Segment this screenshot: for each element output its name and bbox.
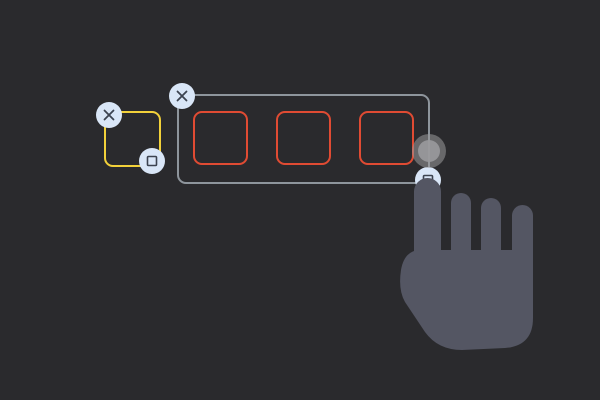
- selected-item-box[interactable]: [104, 111, 161, 167]
- group-item-1[interactable]: [193, 111, 248, 165]
- close-icon: [176, 90, 188, 102]
- group-item-2[interactable]: [276, 111, 331, 165]
- delete-handle-small[interactable]: [96, 102, 122, 128]
- delete-handle-group[interactable]: [169, 83, 195, 109]
- touch-point: [418, 140, 440, 162]
- close-icon: [103, 109, 115, 121]
- square-icon: [146, 155, 158, 167]
- hand-pointer-icon: [400, 178, 533, 350]
- group-item-3[interactable]: [359, 111, 414, 165]
- resize-handle-small[interactable]: [139, 148, 165, 174]
